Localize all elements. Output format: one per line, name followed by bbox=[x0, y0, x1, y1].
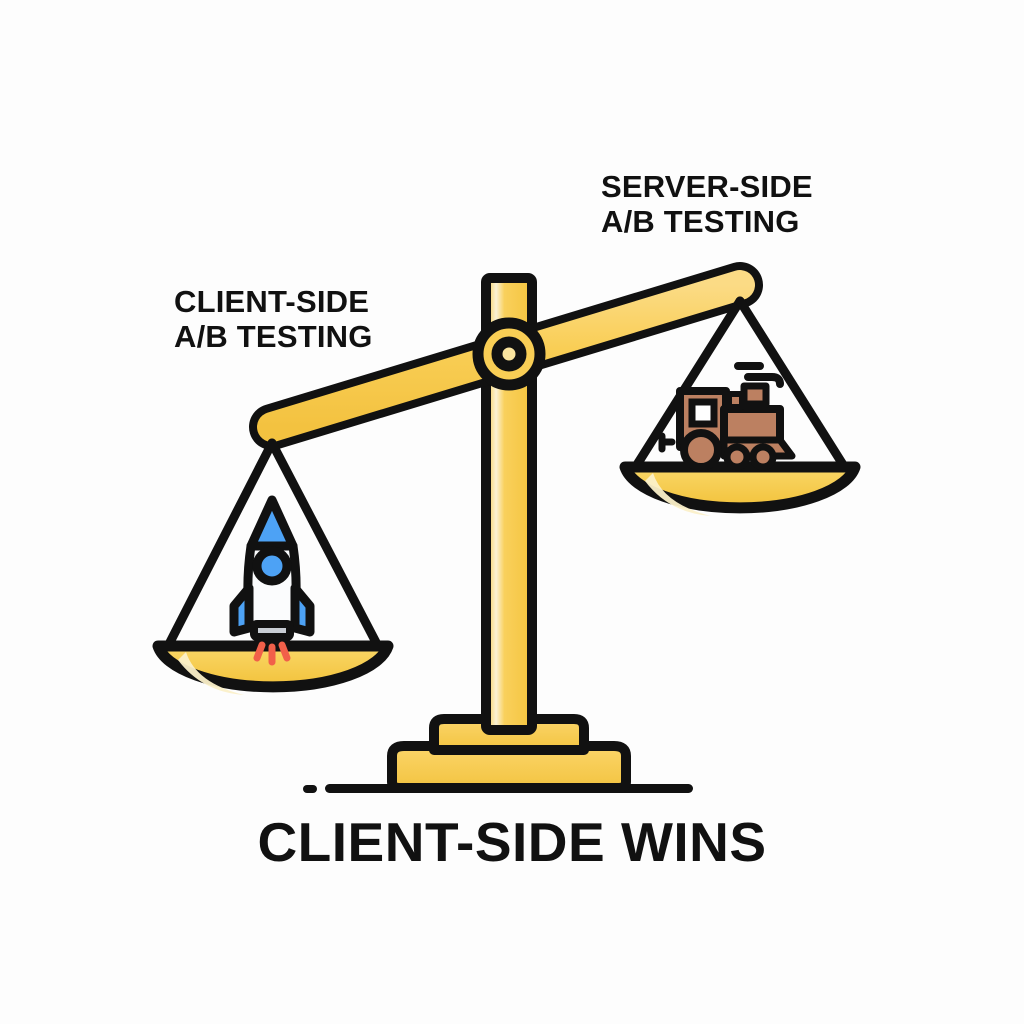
label-server-line1: SERVER-SIDE bbox=[601, 169, 813, 204]
rocket-icon bbox=[229, 495, 315, 666]
label-client-line1: CLIENT-SIDE bbox=[174, 284, 370, 319]
right-pan bbox=[619, 296, 861, 516]
label-client-line2: A/B TESTING bbox=[174, 319, 373, 355]
caption-client-side-wins: CLIENT-SIDE WINS bbox=[257, 811, 767, 873]
train-icon bbox=[658, 362, 796, 471]
scale-post bbox=[481, 273, 537, 735]
left-pan bbox=[152, 438, 394, 695]
fulcrum-pivot bbox=[472, 317, 546, 391]
label-server-line2: A/B TESTING bbox=[601, 204, 800, 240]
